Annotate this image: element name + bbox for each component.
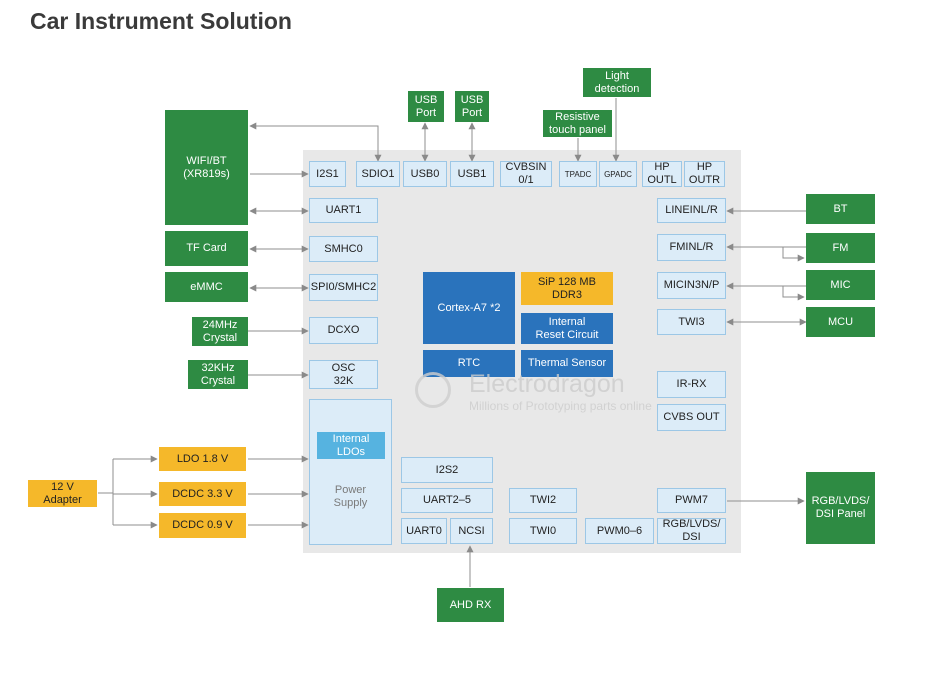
watermark: Electrodragon Millions of Prototyping pa… bbox=[415, 368, 665, 418]
dcdc-0v9: DCDC 0.9 V bbox=[159, 513, 246, 538]
gpadc-interface: GPADC bbox=[599, 161, 637, 187]
usb-port-0: USB Port bbox=[408, 91, 444, 122]
twi2-interface: TWI2 bbox=[509, 488, 577, 513]
internal-ldos: Internal LDOs bbox=[317, 432, 385, 459]
display-panel: RGB/LVDS/ DSI Panel bbox=[806, 472, 875, 544]
dcdc-3v3: DCDC 3.3 V bbox=[159, 482, 246, 506]
lineinl-r-interface: LINEINL/R bbox=[657, 198, 726, 223]
i2s2-interface: I2S2 bbox=[401, 457, 493, 483]
thermal-sensor: Thermal Sensor bbox=[521, 350, 613, 377]
crystal-24mhz: 24MHz Crystal bbox=[192, 317, 248, 346]
cortex-a7-core: Cortex-A7 *2 bbox=[423, 272, 515, 344]
ldo-1v8: LDO 1.8 V bbox=[159, 447, 246, 471]
ahd-rx: AHD RX bbox=[437, 588, 504, 622]
internal-reset-circuit: Internal Reset Circuit bbox=[521, 313, 613, 344]
twi3-interface: TWI3 bbox=[657, 309, 726, 335]
mic: MIC bbox=[806, 270, 875, 300]
mcu: MCU bbox=[806, 307, 875, 337]
sdio1-interface: SDIO1 bbox=[356, 161, 400, 187]
osc32k-interface: OSC 32K bbox=[309, 360, 378, 389]
i2s1-interface: I2S1 bbox=[309, 161, 346, 187]
watermark-name: Electrodragon bbox=[469, 370, 625, 398]
uart2-5-interface: UART2–5 bbox=[401, 488, 493, 513]
uart1-interface: UART1 bbox=[309, 198, 378, 223]
hp-outr-interface: HP OUTR bbox=[684, 161, 725, 187]
resistive-touch-panel: Resistive touch panel bbox=[543, 110, 612, 137]
tf-card: TF Card bbox=[165, 231, 248, 266]
ncsi-interface: NCSI bbox=[450, 518, 493, 544]
emmc: eMMC bbox=[165, 272, 248, 302]
uart0-interface: UART0 bbox=[401, 518, 447, 544]
twi0-interface: TWI0 bbox=[509, 518, 577, 544]
pwm7-interface: PWM7 bbox=[657, 488, 726, 513]
cvbs-out-interface: CVBS OUT bbox=[657, 404, 726, 431]
spi0-smhc2-interface: SPI0/SMHC2 bbox=[309, 274, 378, 301]
power-supply-block: Power Supply bbox=[309, 399, 392, 545]
pwm0-6-interface: PWM0–6 bbox=[585, 518, 654, 544]
micin3n-p-interface: MICIN3N/P bbox=[657, 272, 726, 299]
wifi-bt-module: WIFI/BT (XR819s) bbox=[165, 110, 248, 225]
light-detection: Light detection bbox=[583, 68, 651, 97]
watermark-tagline: Millions of Prototyping parts online bbox=[469, 399, 652, 413]
fminl-r-interface: FMINL/R bbox=[657, 234, 726, 261]
rgb-lvds-dsi-interface: RGB/LVDS/ DSI bbox=[657, 518, 726, 544]
usb1-interface: USB1 bbox=[450, 161, 494, 187]
smhc0-interface: SMHC0 bbox=[309, 236, 378, 262]
cvbsin-interface: CVBSIN 0/1 bbox=[500, 161, 552, 187]
bt-module: BT bbox=[806, 194, 875, 224]
dcxo-interface: DCXO bbox=[309, 317, 378, 344]
usb-port-1: USB Port bbox=[455, 91, 489, 122]
hp-outl-interface: HP OUTL bbox=[642, 161, 682, 187]
page-title: Car Instrument Solution bbox=[30, 8, 292, 34]
usb0-interface: USB0 bbox=[403, 161, 447, 187]
electrodragon-logo-icon bbox=[415, 372, 451, 408]
tpadc-interface: TPADC bbox=[559, 161, 597, 187]
sip-ddr3: SiP 128 MB DDR3 bbox=[521, 272, 613, 305]
ir-rx-interface: IR-RX bbox=[657, 371, 726, 398]
crystal-32khz: 32KHz Crystal bbox=[188, 360, 248, 389]
adapter-12v: 12 V Adapter bbox=[28, 480, 97, 507]
fm-module: FM bbox=[806, 233, 875, 263]
